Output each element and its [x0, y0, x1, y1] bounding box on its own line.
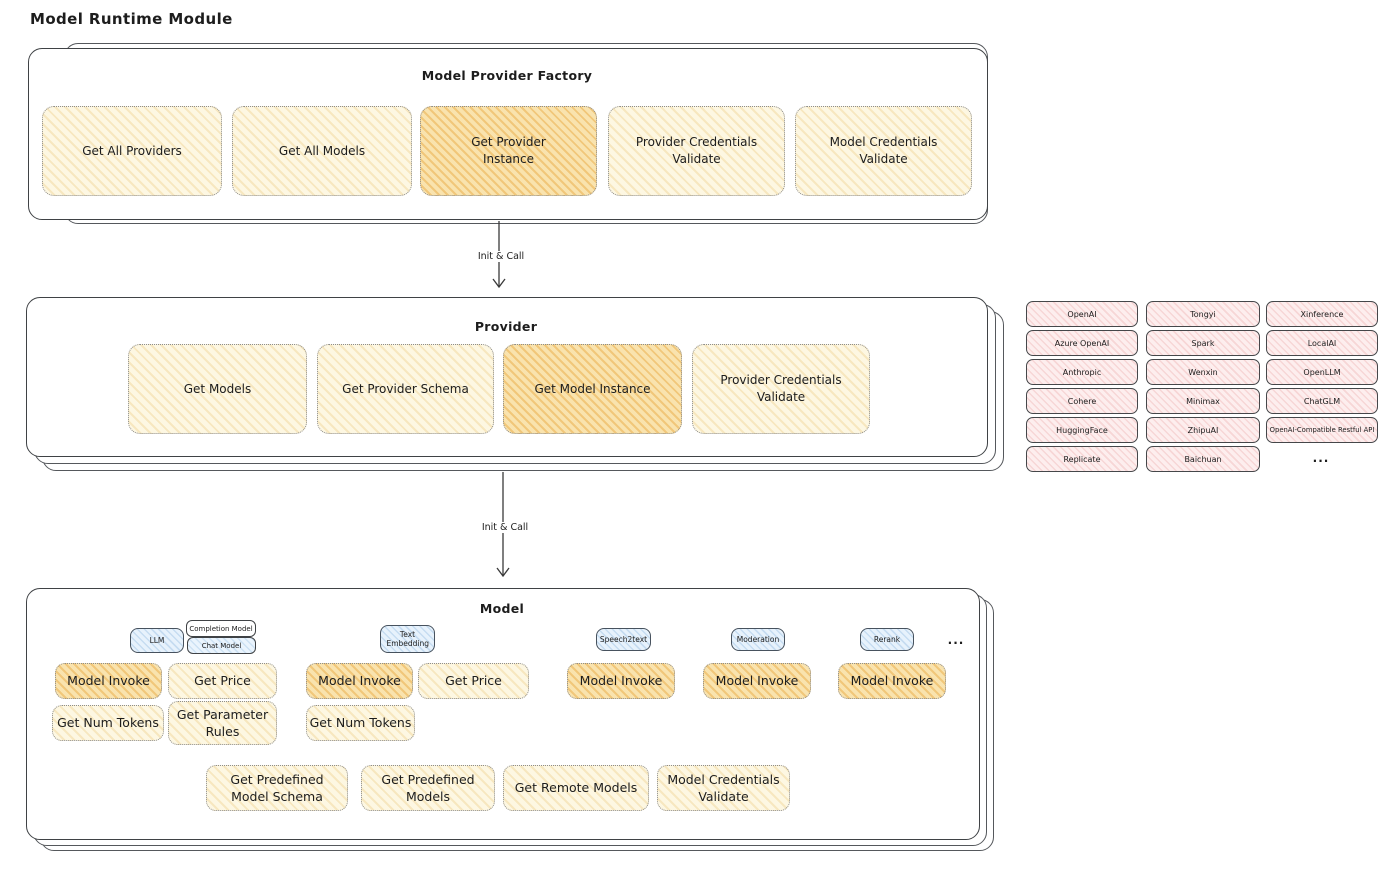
factory-get-provider-instance-label: Get Provider Instance — [471, 135, 546, 166]
provider-chip-spark: Spark — [1146, 330, 1260, 356]
provider-chip-baichuan: Baichuan — [1146, 446, 1260, 472]
provider-chip-anthropic: Anthropic — [1026, 359, 1138, 385]
provider-get-provider-schema-label: Get Provider Schema — [342, 381, 469, 396]
provider-chip-zhipuai: ZhipuAI — [1146, 417, 1260, 443]
provider-chip-tongyi: Tongyi — [1146, 301, 1260, 327]
get-predefined-models-box: Get Predefined Models — [361, 765, 495, 811]
rerank-model-invoke-box: Model Invoke — [838, 663, 946, 699]
llm-model-invoke-box: Model Invoke — [55, 663, 162, 699]
factory-title: Model Provider Factory — [421, 68, 593, 83]
provider-chip-localai: LocalAI — [1266, 330, 1378, 356]
provider-chip-cohere: Cohere — [1026, 388, 1138, 414]
provider-get-models-box: Get Models — [128, 344, 307, 434]
llm-get-parameter-rules-box: Get Parameter Rules — [168, 701, 277, 745]
factory-get-provider-instance-box: Get Provider Instance — [420, 106, 597, 196]
provider-chip-azure-openai: Azure OpenAI — [1026, 330, 1138, 356]
factory-provider-credentials-validate-box: Provider Credentials Validate — [608, 106, 785, 196]
provider-credentials-validate-box: Provider Credentials Validate — [692, 344, 870, 434]
provider-chip-wenxin: Wenxin — [1146, 359, 1260, 385]
model-type-speech2text: Speech2text — [596, 628, 651, 651]
factory-get-all-providers-box: Get All Providers — [42, 106, 222, 196]
factory-get-all-models-box: Get All Models — [232, 106, 412, 196]
arrow-label-init-call-1: Init & Call — [468, 251, 534, 262]
get-predefined-model-schema-box: Get Predefined Model Schema — [206, 765, 348, 811]
arrow-label-init-call-2: Init & Call — [472, 522, 538, 533]
get-remote-models-box: Get Remote Models — [503, 765, 649, 811]
provider-chip-openllm: OpenLLM — [1266, 359, 1378, 385]
moderation-model-invoke-box: Model Invoke — [703, 663, 811, 699]
factory-model-credentials-validate-label: Model Credentials Validate — [829, 135, 938, 166]
provider-chip-openai-compatible: OpenAI-Compatible Restful API — [1266, 417, 1378, 443]
factory-model-credentials-validate-box: Model Credentials Validate — [795, 106, 972, 196]
provider-get-model-instance-label: Get Model Instance — [534, 381, 651, 396]
model-credentials-validate-box: Model Credentials Validate — [657, 765, 790, 811]
provider-chip-replicate: Replicate — [1026, 446, 1138, 472]
model-type-moderation: Moderation — [731, 628, 785, 651]
model-type-text-embedding: Text Embedding — [380, 625, 435, 653]
provider-get-model-instance-box: Get Model Instance — [503, 344, 682, 434]
text-embedding-model-invoke-box: Model Invoke — [306, 663, 413, 699]
llm-get-price-box: Get Price — [168, 663, 277, 699]
page-title: Model Runtime Module — [30, 10, 233, 28]
provider-chip-chatglm: ChatGLM — [1266, 388, 1378, 414]
provider-title: Provider — [474, 319, 538, 334]
llm-get-num-tokens-box: Get Num Tokens — [52, 705, 164, 741]
model-type-chat-model: Chat Model — [187, 637, 256, 654]
text-embedding-get-num-tokens-box: Get Num Tokens — [306, 705, 415, 741]
factory-get-all-models-label: Get All Models — [278, 143, 366, 158]
factory-provider-credentials-validate-label: Provider Credentials Validate — [635, 135, 758, 166]
provider-get-provider-schema-box: Get Provider Schema — [317, 344, 494, 434]
provider-chip-huggingface: HuggingFace — [1026, 417, 1138, 443]
factory-get-all-providers-label: Get All Providers — [82, 143, 182, 158]
model-type-rerank: Rerank — [860, 628, 914, 651]
model-title: Model — [479, 601, 525, 616]
provider-get-models-label: Get Models — [183, 381, 252, 396]
model-type-llm: LLM — [130, 628, 184, 653]
model-type-completion-model: Completion Model — [186, 620, 256, 637]
speech2text-model-invoke-box: Model Invoke — [567, 663, 675, 699]
model-types-more: ... — [947, 632, 965, 647]
provider-chip-xinference: Xinference — [1266, 301, 1378, 327]
text-embedding-get-price-box: Get Price — [418, 663, 529, 699]
provider-credentials-validate-label: Provider Credentials Validate — [720, 373, 842, 404]
provider-chips-more: ... — [1312, 451, 1330, 465]
provider-chip-minimax: Minimax — [1146, 388, 1260, 414]
provider-chip-openai: OpenAI — [1026, 301, 1138, 327]
